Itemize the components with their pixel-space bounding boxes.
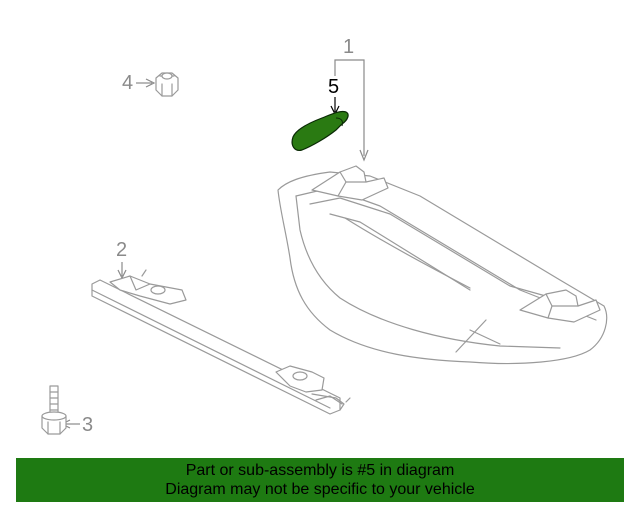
part-5-highlighted: [291, 110, 349, 151]
callout-3: 3: [82, 414, 93, 436]
notice-line-1: Part or sub-assembly is #5 in diagram: [185, 462, 455, 479]
callout-2: 2: [116, 239, 127, 261]
callout-5: 5: [328, 76, 339, 98]
callout-1-arrow: [359, 149, 369, 162]
part-4-nut: [155, 72, 179, 97]
callout-4-arrow: [145, 78, 156, 88]
part-2-bracket: [91, 269, 351, 415]
notice-line-2: Diagram may not be specific to your vehi…: [165, 481, 475, 498]
callout-1: 1: [343, 36, 354, 58]
callout-4: 4: [122, 72, 133, 94]
callout-1-leader: [334, 59, 365, 156]
part-3-bolt: [41, 385, 67, 435]
notice-banner: Part or sub-assembly is #5 in diagram Di…: [16, 458, 624, 502]
part-1-tray: [277, 165, 608, 365]
